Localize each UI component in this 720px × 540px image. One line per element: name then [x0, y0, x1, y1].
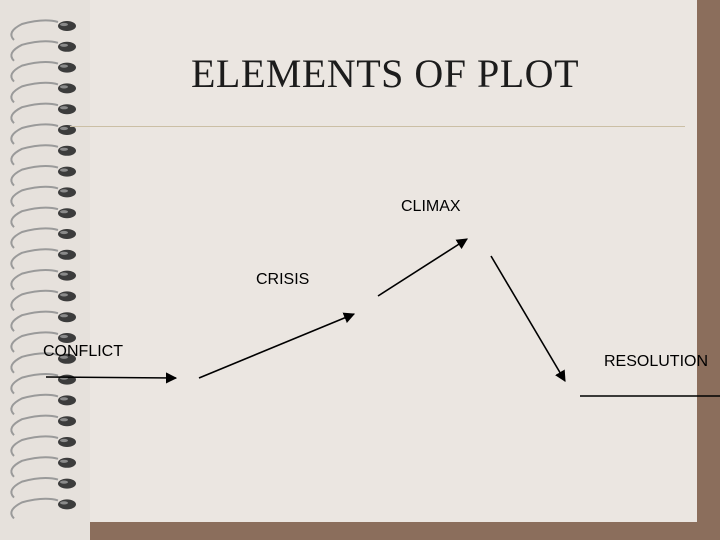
title-divider [70, 126, 685, 127]
spiral-ring [10, 435, 76, 457]
spiral-ring [10, 331, 76, 353]
spiral-ring [10, 248, 76, 270]
spiral-ring [10, 165, 76, 187]
spiral-ring [10, 310, 76, 332]
spiral-ring [10, 269, 76, 291]
spiral-ring [10, 206, 76, 228]
conflict-label: CONFLICT [43, 343, 123, 360]
spiral-ring [10, 393, 76, 416]
slide-title: ELEMENTS OF PLOT [191, 51, 579, 96]
spiral-ring [10, 61, 76, 83]
climax-arrow [377, 238, 468, 297]
spiral-ring [10, 144, 76, 166]
spiral-ring [10, 81, 76, 104]
spiral-ring [10, 227, 76, 249]
spiral-ring [10, 477, 76, 499]
slide-paper [0, 0, 697, 522]
crisis-label: CRISIS [256, 271, 310, 288]
spiral-ring [10, 19, 76, 41]
spiral-ring [10, 352, 76, 374]
climax-label: CLIMAX [401, 198, 461, 215]
spiral-ring [10, 414, 76, 436]
resolution-label: RESOLUTION [604, 353, 709, 370]
spiral-ring [10, 123, 76, 145]
rising-action-arrow [198, 312, 356, 379]
spiral-ring [10, 497, 76, 520]
spiral-ring [10, 40, 76, 62]
spiral-rings [10, 19, 76, 520]
conflict-arrow [45, 372, 178, 384]
spiral-ring [10, 185, 76, 208]
spiral-ring [10, 289, 76, 312]
spiral-ring [10, 102, 76, 124]
falling-action-arrow [490, 255, 566, 382]
spiral-ring [10, 456, 76, 478]
